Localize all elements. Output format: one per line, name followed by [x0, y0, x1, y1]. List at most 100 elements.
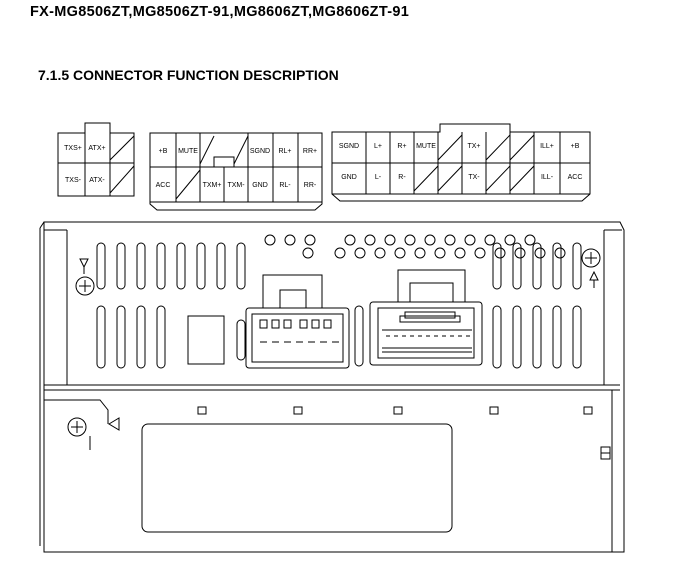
conn-c-pin-top-10: +B — [571, 143, 580, 150]
vent-hole — [304, 234, 316, 246]
vent-slot — [512, 305, 522, 369]
vent-slot — [156, 305, 166, 369]
lower-panel — [141, 406, 593, 533]
socket-pin — [259, 319, 268, 329]
connector-b: +B MUTE SGND RL+ RR+ ACC TXM+ TXM- GND R… — [149, 132, 323, 211]
conn-a-pin-top-1: TXS+ — [64, 145, 82, 152]
connector-c: SGND L+ R+ MUTE TX+ ILL+ +B GND L- R- TX… — [331, 123, 591, 202]
connector-a: TXS+ ATX+ TXS- ATX- — [57, 122, 135, 197]
vent-slot — [532, 242, 542, 290]
vent-slot — [552, 305, 562, 369]
vent-slot — [196, 242, 206, 290]
mount-hole — [489, 406, 499, 415]
conn-b-pin-top-2: MUTE — [178, 148, 198, 155]
vent-slot — [116, 242, 126, 290]
conn-b-pin-bottom-5: GND — [252, 182, 268, 189]
vent-slot — [176, 242, 186, 290]
connector-socket-middle — [245, 274, 350, 369]
vent-hole — [284, 234, 296, 246]
vent-hole — [384, 234, 396, 246]
conn-c-pin-bottom-2: L- — [375, 174, 382, 181]
triangle-down-icon — [79, 258, 89, 274]
vent-hole — [374, 247, 386, 259]
conn-b-pin-bottom-4: TXM- — [227, 182, 245, 189]
vent-holes-round — [264, 234, 566, 259]
conn-c-pin-top-9: ILL+ — [540, 143, 554, 150]
screw-icon-right — [581, 248, 601, 268]
vent-slot — [572, 305, 582, 369]
conn-c-pin-top-6: TX+ — [467, 143, 480, 150]
vent-slot — [136, 305, 146, 369]
vent-hole — [464, 234, 476, 246]
conn-a-pin-bottom-1: TXS- — [65, 177, 82, 184]
conn-b-pin-top-6: RL+ — [278, 148, 291, 155]
vent-slot — [492, 305, 502, 369]
vent-hole — [302, 247, 314, 259]
vent-slot — [96, 242, 106, 290]
vent-hole — [434, 247, 446, 259]
conn-b-pin-top-1: +B — [159, 148, 168, 155]
conn-c-pin-top-4: MUTE — [416, 143, 436, 150]
conn-c-pin-top-3: R+ — [397, 143, 406, 150]
vent-slot — [216, 242, 226, 290]
vent-hole — [504, 234, 516, 246]
conn-b-pin-bottom-7: RR- — [304, 182, 317, 189]
conn-c-pin-top-1: SGND — [339, 143, 359, 150]
conn-b-pin-top-7: RR+ — [303, 148, 317, 155]
vent-slot — [136, 242, 146, 290]
mount-hole — [293, 406, 303, 415]
mount-hole — [197, 406, 207, 415]
vent-hole — [534, 247, 546, 259]
vent-hole — [344, 234, 356, 246]
conn-b-pin-top-5: SGND — [250, 148, 270, 155]
conn-c-pin-bottom-6: TX- — [468, 174, 480, 181]
vent-slots — [96, 242, 582, 369]
socket-pin — [299, 319, 308, 329]
connector-socket-right — [369, 269, 483, 366]
vent-slot — [572, 242, 582, 290]
square-socket — [187, 315, 225, 365]
screw-icon-lower-left — [67, 417, 87, 437]
vent-hole — [404, 234, 416, 246]
vent-hole — [454, 247, 466, 259]
socket-pin — [311, 319, 320, 329]
conn-a-pin-top-2: ATX+ — [88, 145, 105, 152]
vent-slot — [236, 319, 246, 361]
conn-a-pin-bottom-2: ATX- — [89, 177, 105, 184]
vent-hole — [444, 234, 456, 246]
section-title: 7.1.5 CONNECTOR FUNCTION DESCRIPTION — [38, 67, 339, 83]
vent-hole — [364, 234, 376, 246]
vent-hole — [354, 247, 366, 259]
conn-b-pin-bottom-1: ACC — [156, 182, 171, 189]
conn-b-pin-bottom-3: TXM+ — [203, 182, 222, 189]
conn-b-pin-bottom-6: RL- — [279, 182, 291, 189]
vent-slot — [116, 305, 126, 369]
vent-hole — [424, 234, 436, 246]
vent-slot — [552, 242, 562, 290]
triangle-up-icon — [589, 270, 599, 288]
conn-c-pin-bottom-3: R- — [398, 174, 406, 181]
vent-hole — [264, 234, 276, 246]
vent-slot — [156, 242, 166, 290]
vent-hole — [494, 247, 506, 259]
vent-hole — [414, 247, 426, 259]
conn-c-pin-bottom-1: GND — [341, 174, 357, 181]
bracket-edge — [44, 399, 109, 424]
model-title: FX-MG8506ZT,MG8506ZT-91,MG8606ZT,MG8606Z… — [30, 4, 410, 20]
socket-pin — [271, 319, 280, 329]
unit-chassis — [39, 221, 625, 553]
conn-c-pin-bottom-9: ILL- — [541, 174, 554, 181]
vent-slot — [492, 242, 502, 290]
screw-icon-lower-right — [600, 446, 611, 460]
vent-hole — [554, 247, 566, 259]
vent-hole — [524, 234, 536, 246]
conn-c-pin-top-2: L+ — [374, 143, 382, 150]
mount-hole — [583, 406, 593, 415]
socket-pin — [323, 319, 332, 329]
socket-pin — [283, 319, 292, 329]
vent-hole — [474, 247, 486, 259]
vent-hole — [514, 247, 526, 259]
vent-slot — [236, 242, 246, 290]
vent-slot — [512, 242, 522, 290]
